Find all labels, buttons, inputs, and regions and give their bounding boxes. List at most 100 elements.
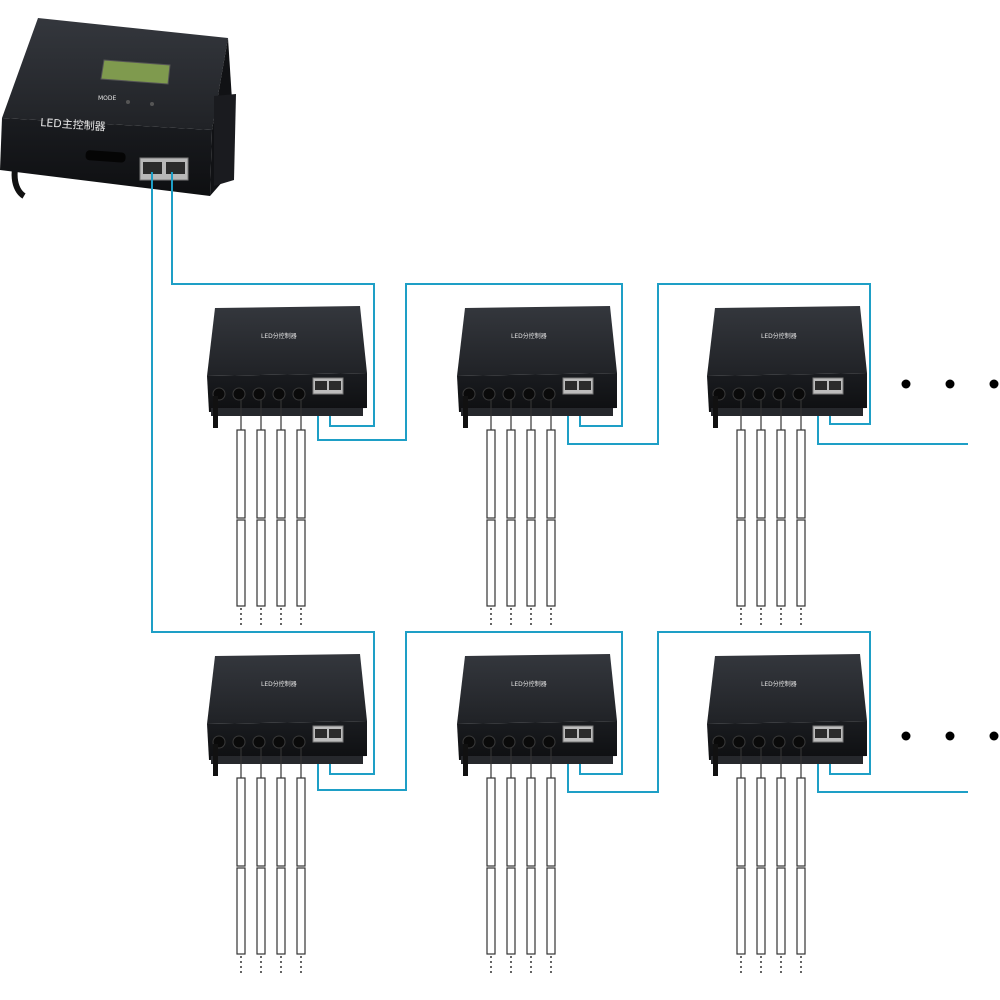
led-tube bbox=[756, 777, 766, 867]
output-connector bbox=[752, 735, 766, 749]
led-tube bbox=[546, 867, 556, 955]
ethernet-port-out bbox=[329, 381, 341, 390]
led-tube bbox=[276, 519, 286, 607]
led-tube bbox=[506, 519, 516, 607]
sub-controller: LED分控制器 bbox=[207, 654, 367, 974]
continuation-dot bbox=[945, 731, 955, 741]
led-strip bbox=[276, 400, 286, 626]
continuation-dot bbox=[945, 379, 955, 389]
led-strip bbox=[526, 400, 536, 626]
led-tube bbox=[776, 429, 786, 519]
led-tube bbox=[506, 867, 516, 955]
power-lead bbox=[713, 744, 718, 776]
mounting-plate bbox=[461, 408, 613, 416]
led-strip bbox=[796, 400, 806, 626]
led-strip bbox=[506, 748, 516, 974]
led-tube bbox=[796, 429, 806, 519]
led-tube bbox=[736, 867, 746, 955]
mounting-plate bbox=[211, 408, 363, 416]
led-tube bbox=[486, 429, 496, 519]
led-tube bbox=[256, 867, 266, 955]
sub-controller-top bbox=[207, 654, 367, 724]
continuation-dot bbox=[989, 731, 999, 741]
ethernet-port-in bbox=[565, 729, 577, 738]
ethernet-port-in bbox=[315, 381, 327, 390]
sub-controller-top bbox=[707, 654, 867, 724]
output-connector bbox=[732, 735, 746, 749]
mounting-plate bbox=[211, 756, 363, 764]
led-strip bbox=[256, 748, 266, 974]
led-tube bbox=[296, 429, 306, 519]
ethernet-port-in bbox=[815, 729, 827, 738]
output-connector bbox=[292, 387, 306, 401]
mounting-plate bbox=[711, 408, 863, 416]
sub-controller-top bbox=[207, 306, 367, 376]
output-connector bbox=[482, 735, 496, 749]
output-connector bbox=[252, 387, 266, 401]
output-connector bbox=[522, 387, 536, 401]
led-strip bbox=[736, 748, 746, 974]
led-strip bbox=[776, 400, 786, 626]
led-tube bbox=[776, 867, 786, 955]
led-tube bbox=[796, 867, 806, 955]
led-strip bbox=[756, 748, 766, 974]
mode-button-label: MODE bbox=[98, 95, 117, 102]
output-connector bbox=[772, 735, 786, 749]
output-connector bbox=[252, 735, 266, 749]
led-tube bbox=[276, 867, 286, 955]
led-strip bbox=[236, 748, 246, 974]
led-strip bbox=[756, 400, 766, 626]
mounting-plate bbox=[461, 756, 613, 764]
data-cable bbox=[317, 631, 623, 791]
sub-controller-label: LED分控制器 bbox=[511, 332, 547, 340]
ethernet-port-in bbox=[815, 381, 827, 390]
output-connector bbox=[542, 387, 556, 401]
data-cable bbox=[567, 283, 871, 445]
continuation-markers bbox=[901, 379, 999, 741]
led-tube bbox=[546, 429, 556, 519]
output-connector bbox=[502, 387, 516, 401]
ethernet-port-in bbox=[315, 729, 327, 738]
sub-controller: LED分控制器 bbox=[457, 654, 617, 974]
sub-controller-label: LED分控制器 bbox=[261, 332, 297, 340]
power-lead bbox=[713, 396, 718, 428]
output-connector bbox=[542, 735, 556, 749]
led-tube bbox=[256, 429, 266, 519]
power-lead bbox=[463, 396, 468, 428]
led-tube bbox=[296, 867, 306, 955]
power-lead bbox=[213, 744, 218, 776]
led-tube bbox=[276, 777, 286, 867]
led-tube bbox=[276, 429, 286, 519]
sub-controller-label: LED分控制器 bbox=[761, 680, 797, 688]
sub-controller-label: LED分控制器 bbox=[761, 332, 797, 340]
led-tube bbox=[776, 777, 786, 867]
sub-controller-label: LED分控制器 bbox=[261, 680, 297, 688]
output-connector bbox=[502, 735, 516, 749]
led-tube bbox=[546, 519, 556, 607]
led-strip bbox=[296, 400, 306, 626]
output-connector bbox=[232, 735, 246, 749]
sub-controller: LED分控制器 bbox=[707, 654, 867, 974]
data-cable bbox=[151, 172, 375, 775]
button-1 bbox=[126, 100, 130, 104]
led-tube bbox=[296, 519, 306, 607]
led-strip bbox=[736, 400, 746, 626]
ethernet-port-out bbox=[829, 729, 841, 738]
output-connector bbox=[772, 387, 786, 401]
led-tube bbox=[736, 429, 746, 519]
continuation-dot bbox=[901, 731, 911, 741]
led-strip bbox=[236, 400, 246, 626]
led-tube bbox=[796, 777, 806, 867]
led-tube bbox=[256, 519, 266, 607]
led-tube bbox=[526, 867, 536, 955]
led-strip bbox=[486, 748, 496, 974]
led-tube bbox=[526, 519, 536, 607]
sub-controller: LED分控制器 bbox=[457, 306, 617, 626]
led-strip bbox=[526, 748, 536, 974]
led-tube bbox=[296, 777, 306, 867]
led-tube bbox=[236, 867, 246, 955]
led-strip bbox=[256, 400, 266, 626]
ethernet-port-out bbox=[579, 381, 591, 390]
mounting-plate bbox=[711, 756, 863, 764]
